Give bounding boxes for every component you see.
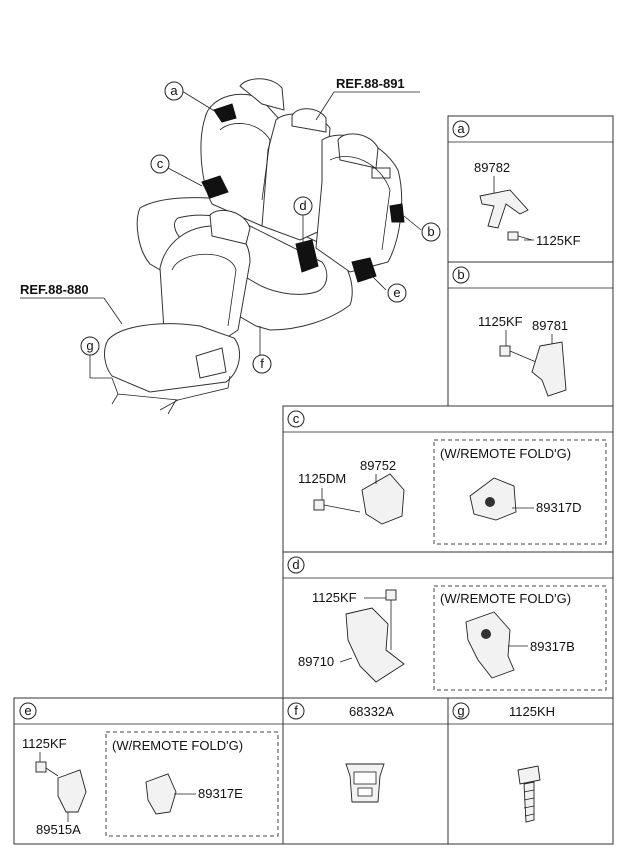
part-89781: 89781 <box>532 318 568 333</box>
bolt <box>499 345 537 363</box>
part-89752: 89752 <box>360 458 396 473</box>
panel-e-letter: e <box>24 703 31 718</box>
bolt <box>517 765 541 823</box>
panel-e: e 1125KF 89515A (W/REMOTE FOLD'G) 89317E <box>13 697 284 845</box>
panel-f: f 68332A <box>282 697 449 845</box>
ref-lower: REF.88-880 <box>20 282 89 297</box>
svg-text:e: e <box>393 285 400 300</box>
part-68332a: 68332A <box>349 704 394 719</box>
panel-b: b 1125KF 89781 <box>447 261 614 407</box>
panel-c: c 1125DM 89752 (W/REMOTE FOLD'G) 89317D <box>282 405 614 553</box>
part-1125kf-e: 1125KF <box>22 736 67 751</box>
panel-a-letter: a <box>457 121 465 136</box>
callout-c: c <box>150 154 170 174</box>
hinge-bracket <box>361 473 405 525</box>
seat-assembly-drawing <box>104 78 405 415</box>
bolt <box>507 231 533 241</box>
part-89317d: 89317D <box>536 500 582 515</box>
bolt <box>313 499 361 513</box>
hinge-bracket <box>345 607 405 683</box>
svg-text:f: f <box>260 356 264 371</box>
svg-text:g: g <box>86 338 93 353</box>
svg-text:d: d <box>299 198 306 213</box>
panel-a: a 89782 1125KF <box>447 115 614 263</box>
bolt <box>385 589 397 650</box>
part-1125dm: 1125DM <box>298 471 346 486</box>
callout-d: d <box>293 196 313 216</box>
hinge-bracket <box>57 769 87 813</box>
callout-f: f <box>252 354 272 374</box>
part-1125kf-b: 1125KF <box>478 314 523 329</box>
hinge-bracket <box>145 773 177 815</box>
option-label-c: (W/REMOTE FOLD'G) <box>440 446 571 461</box>
svg-text:c: c <box>157 156 164 171</box>
callout-a: a <box>164 81 184 101</box>
panel-d-letter: d <box>292 557 299 572</box>
part-89515a: 89515A <box>36 822 81 837</box>
panel-c-letter: c <box>293 411 300 426</box>
panel-g: g 1125KH <box>447 697 614 845</box>
callout-e: e <box>387 283 407 303</box>
hinge-bracket <box>465 611 515 679</box>
part-1125kf-d: 1125KF <box>312 590 357 605</box>
panel-g-letter: g <box>457 703 464 718</box>
part-1125kf-a: 1125KF <box>536 233 581 248</box>
panel-f-letter: f <box>294 703 298 718</box>
svg-text:a: a <box>170 83 178 98</box>
hinge-bracket <box>531 341 567 397</box>
ref-upper: REF.88-891 <box>336 76 405 91</box>
callout-g: g <box>80 336 100 356</box>
part-1125kh: 1125KH <box>509 704 555 719</box>
bolt <box>35 761 59 777</box>
part-89782: 89782 <box>474 160 510 175</box>
hinge-bracket <box>479 189 529 229</box>
option-label-d: (W/REMOTE FOLD'G) <box>440 591 571 606</box>
leader-lines <box>20 90 422 379</box>
callout-b: b <box>421 222 441 242</box>
panel-b-letter: b <box>457 267 464 282</box>
part-89317b: 89317B <box>530 639 575 654</box>
panel-d: d 1125KF 89710 (W/REMOTE FOLD'G) 89317B <box>282 551 614 699</box>
part-89317e: 89317E <box>198 786 243 801</box>
svg-text:b: b <box>427 224 434 239</box>
option-label-e: (W/REMOTE FOLD'G) <box>112 738 243 753</box>
part-89710: 89710 <box>298 654 334 669</box>
